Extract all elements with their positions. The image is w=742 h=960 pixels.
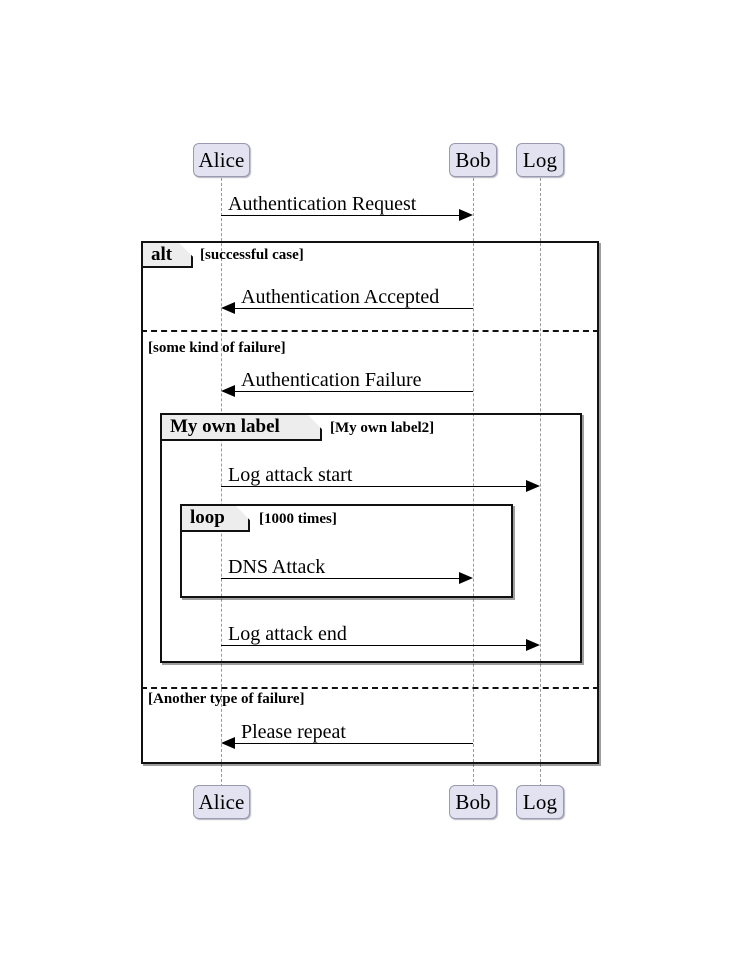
fragment-guard-label: [successful case]	[200, 247, 304, 263]
message-arrowhead-left-icon	[221, 737, 235, 749]
fragment-guard-my-own-label2: [My own label2]	[330, 421, 434, 436]
participant-head-alice-label: Alice	[198, 147, 245, 172]
participant-foot-alice-label: Alice	[198, 789, 245, 814]
fragment-custom-inner	[160, 413, 582, 663]
fragment-guard-some-kind-of-failure: [some kind of failure]	[148, 341, 286, 356]
fragment-operator-my-own-label: My own label	[162, 415, 322, 441]
message-text: DNS Attack	[228, 556, 326, 578]
participant-foot-bob-label: Bob	[455, 789, 491, 814]
fragment-guard-label: [Another type of failure]	[148, 691, 305, 707]
message-text: Authentication Request	[228, 193, 417, 215]
participant-foot-bob[interactable]: Bob	[449, 785, 497, 819]
fragment-operator-label: My own label	[170, 416, 280, 437]
message-line-authentication-request	[221, 215, 461, 216]
participant-head-bob-label: Bob	[455, 147, 491, 172]
fragment-section-divider	[141, 330, 599, 332]
message-line-log-attack-end	[221, 645, 526, 646]
message-text: Log attack end	[228, 623, 347, 645]
fragment-guard-label: [My own label2]	[330, 420, 435, 436]
participant-head-log-label: Log	[522, 147, 558, 172]
fragment-guard-another-type-of-failure: [Another type of failure]	[148, 692, 305, 707]
participant-foot-alice[interactable]: Alice	[193, 785, 250, 819]
fragment-operator-label: alt	[151, 243, 173, 265]
message-text: Log attack start	[228, 464, 353, 486]
fragment-guard-1000-times: [1000 times]	[259, 512, 337, 527]
message-arrowhead-right-icon	[526, 639, 540, 651]
fragment-section-divider	[141, 687, 599, 689]
lifeline-bob	[473, 178, 474, 787]
fragment-operator-loop: loop	[182, 506, 250, 532]
message-arrowhead-left-icon	[221, 302, 235, 314]
message-text: Authentication Failure	[241, 369, 422, 391]
message-label-authentication-failure: Authentication Failure	[241, 370, 422, 390]
message-line-please-repeat	[235, 743, 473, 744]
message-label-authentication-request: Authentication Request	[228, 194, 416, 214]
fragment-guard-successful-case: [successful case]	[200, 248, 304, 263]
message-label-log-attack-end: Log attack end	[228, 624, 347, 644]
participant-head-alice[interactable]: Alice	[193, 143, 250, 177]
fragment-loop-inner	[180, 504, 513, 598]
participant-foot-log[interactable]: Log	[516, 785, 564, 819]
message-line-log-attack-start	[221, 486, 526, 487]
message-label-log-attack-start: Log attack start	[228, 465, 352, 485]
message-line-authentication-accepted	[235, 308, 473, 309]
fragment-guard-label: [some kind of failure]	[148, 340, 286, 356]
lifeline-log	[540, 178, 541, 787]
message-arrowhead-left-icon	[221, 385, 235, 397]
message-arrowhead-right-icon	[526, 480, 540, 492]
message-text: Please repeat	[241, 721, 346, 743]
message-label-dns-attack: DNS Attack	[228, 557, 325, 577]
fragment-guard-label: [1000 times]	[259, 511, 337, 527]
participant-head-bob[interactable]: Bob	[449, 143, 497, 177]
fragment-alt-outer	[141, 241, 599, 764]
fragment-operator-label: loop	[190, 507, 225, 528]
message-line-authentication-failure	[235, 391, 473, 392]
message-arrowhead-right-icon	[459, 572, 473, 584]
message-arrowhead-right-icon	[459, 209, 473, 221]
lifeline-alice	[221, 178, 222, 787]
message-text: Authentication Accepted	[241, 286, 440, 308]
message-line-dns-attack	[221, 578, 459, 579]
message-label-authentication-accepted: Authentication Accepted	[241, 287, 439, 307]
message-label-please-repeat: Please repeat	[241, 722, 346, 742]
participant-foot-log-label: Log	[522, 789, 558, 814]
participant-head-log[interactable]: Log	[516, 143, 564, 177]
